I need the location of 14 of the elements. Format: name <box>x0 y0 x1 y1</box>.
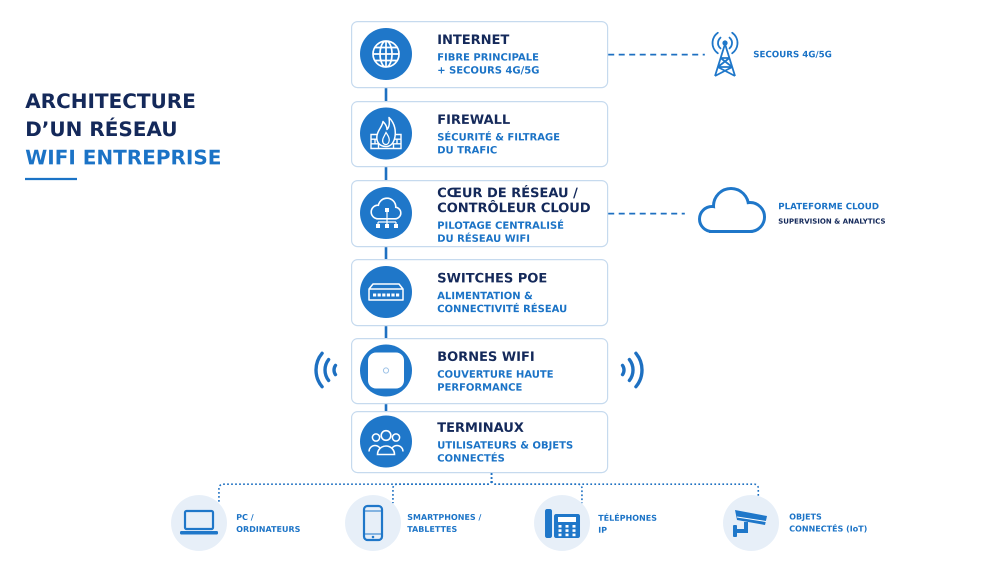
device-label: SMARTPHONES / TABLETTES <box>407 514 482 532</box>
connector-line <box>384 167 388 180</box>
side-label: SECOURS 4G/5G <box>754 50 832 58</box>
device-label: PC / ORDINATEURS <box>236 514 300 532</box>
connector-line <box>384 326 388 338</box>
dashed-connector <box>608 212 685 214</box>
device-label: OBJETS CONNECTÉS (IoT) <box>790 514 867 532</box>
connector-line <box>384 404 388 411</box>
side-label: PLATEFORME CLOUD <box>779 202 879 210</box>
dashed-connector <box>608 54 705 56</box>
device-label: TÉLÉPHONES IP <box>598 513 656 533</box>
title: ARCHITECTURE D’UN RÉSEAU WIFI ENTREPRISE <box>25 93 220 165</box>
connector-line <box>384 88 388 101</box>
connector-line <box>384 247 388 259</box>
